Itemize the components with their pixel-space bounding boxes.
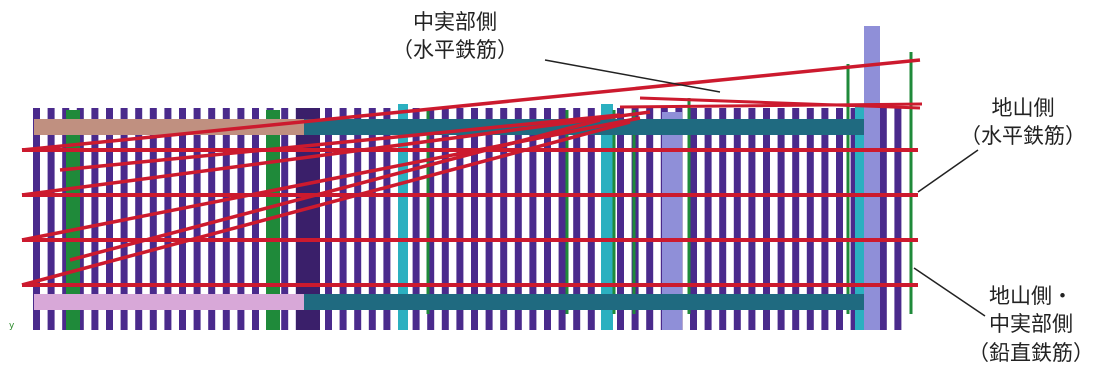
vertical-bar <box>704 108 712 330</box>
vertical-bar <box>427 108 435 330</box>
vertical-bar <box>471 108 478 330</box>
vertical-bar <box>763 108 770 330</box>
vertical-bar <box>500 108 508 330</box>
vertical-bar <box>544 108 551 330</box>
vertical-bar <box>339 108 347 330</box>
vertical-bar <box>850 108 858 330</box>
label-ground-horizontal-line1: 地山側 <box>991 96 1055 120</box>
vertical-bar <box>792 108 800 330</box>
vertical-bar <box>733 108 741 330</box>
vertical-bar <box>252 108 259 330</box>
vertical-bar <box>719 108 727 330</box>
vertical-bar <box>529 108 537 330</box>
vertical-bar <box>456 108 464 330</box>
vertical-bar <box>587 108 595 330</box>
diagonal-rebar <box>69 118 601 262</box>
vertical-bar <box>748 108 756 330</box>
vertical-bar <box>33 108 40 330</box>
leader-center-horizontal <box>544 59 721 93</box>
vertical-bar <box>354 108 362 330</box>
vertical-bar <box>164 108 172 330</box>
vertical-bar <box>383 108 391 330</box>
lavender-column-tall <box>864 26 880 330</box>
vertical-bar <box>836 108 843 330</box>
vertical-bar <box>894 108 902 330</box>
vertical-bar <box>806 108 814 330</box>
label-vertical-both: 地山側・ 中実部側 （鉛直鉄筋） <box>968 282 1094 367</box>
bottom-beam-left <box>34 294 304 310</box>
vertical-bar <box>208 108 216 330</box>
label-ground-horizontal: 地山側 （水平鉄筋） <box>960 94 1086 151</box>
vertical-bar <box>441 108 449 330</box>
label-center-horizontal-line2: （水平鉄筋） <box>392 38 518 63</box>
vertical-bar <box>558 108 566 330</box>
vertical-bar <box>237 108 245 330</box>
vertical-bar <box>690 108 697 330</box>
vertical-bar <box>193 108 201 330</box>
label-vertical-both-line1: 地山側・ <box>989 284 1073 308</box>
leader-lines-group <box>544 59 986 317</box>
vertical-bar <box>149 108 157 330</box>
horizontal-rebar-top <box>619 102 923 109</box>
axis-marker: y <box>9 321 15 331</box>
vertical-bar <box>646 108 654 330</box>
vertical-bar <box>412 108 420 330</box>
vertical-bar <box>573 108 581 330</box>
vertical-bar <box>179 108 186 330</box>
vertical-bar <box>281 108 289 330</box>
cyan-column <box>601 104 613 330</box>
vertical-bar <box>514 108 522 330</box>
vertical-bar <box>617 108 624 330</box>
label-vertical-both-line2: 中実部側 <box>989 312 1073 337</box>
diagonal-rebar <box>21 58 921 152</box>
vertical-bar <box>91 108 99 330</box>
green-column <box>66 110 80 330</box>
label-vertical-both-line3: （鉛直鉄筋） <box>968 340 1094 365</box>
vertical-bar <box>777 108 785 330</box>
vertical-bar <box>62 108 70 330</box>
horizontal-rebar-group <box>21 58 923 287</box>
vertical-bar <box>368 108 376 330</box>
vertical-bar <box>135 108 143 330</box>
vertical-bar <box>485 108 493 330</box>
top-beam-left <box>34 119 304 135</box>
diagonal-rebar <box>21 120 631 287</box>
horizontal-beams-group <box>34 119 864 310</box>
diagonal-rebar <box>639 96 921 110</box>
diagonal-rebar <box>21 110 651 197</box>
label-ground-horizontal-line2: （水平鉄筋） <box>960 124 1086 149</box>
label-center-horizontal-line1: 中実部側 <box>413 10 497 34</box>
label-center-horizontal: 中実部側 （水平鉄筋） <box>392 8 518 65</box>
diagonal-rebar <box>59 113 621 172</box>
cyan-column <box>398 104 408 330</box>
vertical-bar <box>47 108 55 330</box>
leader-ground-horizontal <box>917 149 979 193</box>
vertical-bar <box>76 108 84 330</box>
leader-vertical-both <box>913 267 986 317</box>
bottom-beam-right <box>304 294 864 310</box>
vertical-bar <box>821 108 829 330</box>
green-column <box>266 110 280 330</box>
vertical-bar <box>325 108 332 330</box>
vertical-bar <box>106 108 113 330</box>
vertical-bar <box>879 108 887 330</box>
lavender-column <box>662 112 682 330</box>
